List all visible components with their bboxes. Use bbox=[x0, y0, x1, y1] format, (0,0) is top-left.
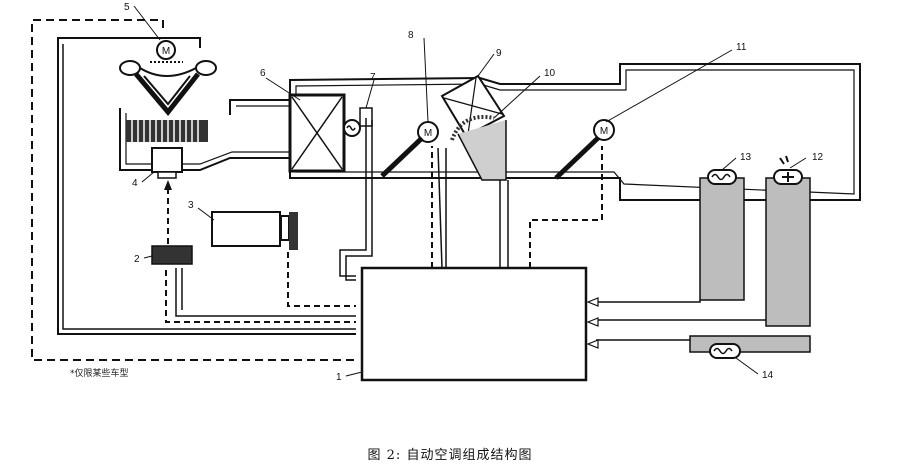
sensor-14 bbox=[709, 343, 741, 359]
motor-symbol: M bbox=[162, 46, 170, 57]
sensor-14-duct bbox=[689, 335, 811, 353]
control-unit bbox=[360, 266, 588, 382]
dashed-2-ecu bbox=[165, 270, 356, 323]
damper-icon bbox=[554, 136, 600, 180]
callout-4: 4 bbox=[132, 178, 138, 189]
figure-caption: 图 2: 自动空调组成结构图 bbox=[367, 448, 533, 463]
sensor-2 bbox=[151, 245, 193, 265]
callout-12: 12 bbox=[812, 152, 824, 163]
sun-sensor-icon bbox=[773, 155, 803, 185]
wire-bundle-left bbox=[57, 37, 356, 335]
callout-10: 10 bbox=[544, 68, 556, 79]
callout-7: 7 bbox=[370, 72, 376, 83]
fan-icon bbox=[126, 120, 208, 179]
wire-7-to-ecu-b bbox=[345, 120, 373, 281]
callout-8: 8 bbox=[408, 30, 414, 41]
callout-11: 11 bbox=[736, 42, 747, 53]
air-duct-inner bbox=[125, 69, 855, 195]
heater-core bbox=[440, 74, 507, 181]
callout-1: 1 bbox=[336, 372, 342, 383]
blower-motor: M bbox=[119, 40, 217, 116]
model-note: *仅限某些车型 bbox=[70, 369, 129, 379]
air-duct bbox=[119, 63, 861, 201]
damper-motor-8: M bbox=[380, 121, 439, 178]
motor-icon bbox=[156, 40, 176, 60]
callout-2: 2 bbox=[134, 254, 140, 265]
callout-13: 13 bbox=[740, 152, 752, 163]
dashed-3-ecu bbox=[287, 252, 356, 307]
wire-2-ecu bbox=[175, 268, 356, 317]
callout-6: 6 bbox=[260, 68, 266, 79]
sensor-13 bbox=[707, 169, 737, 185]
dashed-11 bbox=[529, 146, 603, 268]
callout-14: 14 bbox=[762, 370, 774, 381]
damper-motor-11: M bbox=[554, 119, 615, 180]
dashed-control-line-outer bbox=[31, 19, 358, 361]
motor-symbol-11: M bbox=[600, 126, 608, 137]
motor-icon bbox=[593, 119, 615, 141]
sensor-12-duct bbox=[765, 177, 811, 327]
callout-5: 5 bbox=[124, 2, 130, 13]
heater-sensor bbox=[343, 107, 373, 137]
sensor-icon bbox=[211, 211, 298, 250]
damper-icon bbox=[380, 136, 424, 178]
callout-3: 3 bbox=[188, 200, 194, 211]
evaporator-icon bbox=[288, 93, 346, 173]
callout-9: 9 bbox=[496, 48, 502, 59]
motor-symbol-8: M bbox=[424, 128, 432, 139]
sensor-13-duct bbox=[699, 177, 745, 301]
wire-bundle-left-inner bbox=[62, 44, 356, 330]
water-valve bbox=[450, 115, 495, 141]
